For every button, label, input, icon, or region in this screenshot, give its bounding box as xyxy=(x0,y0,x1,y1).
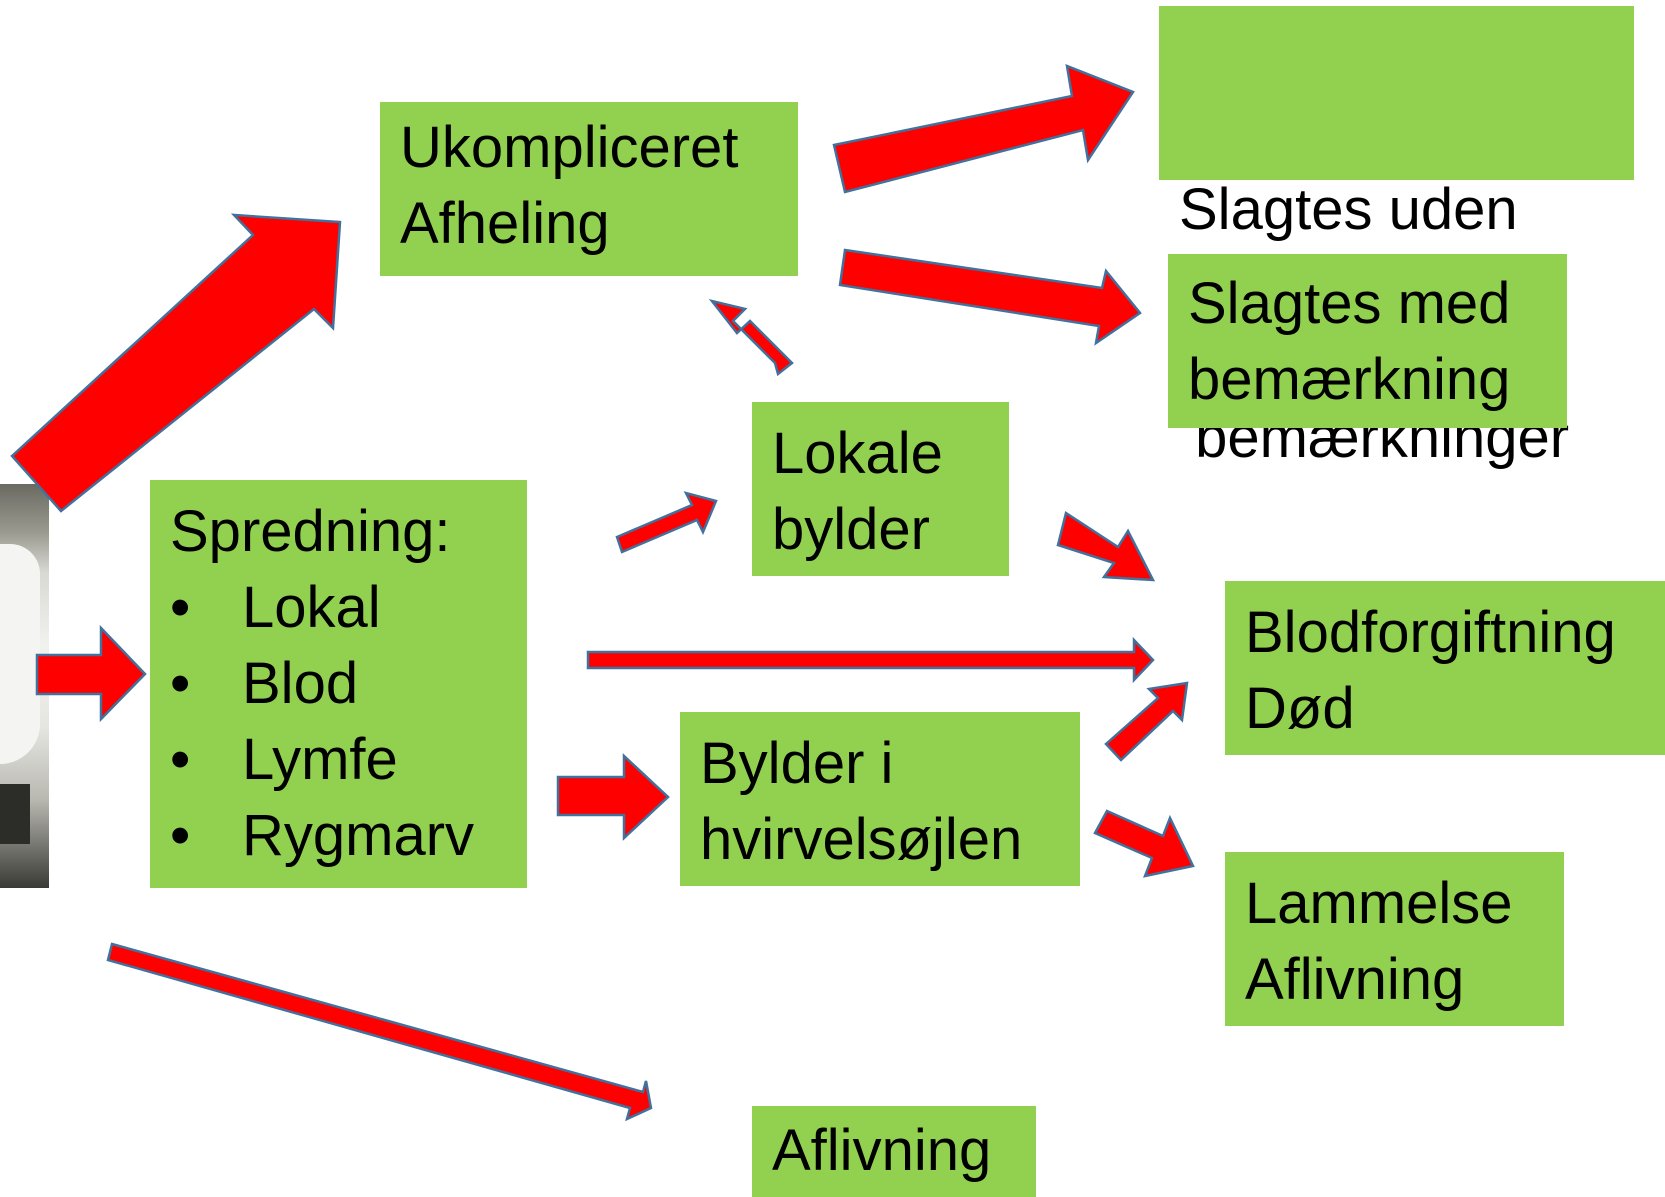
bullet-dot: • xyxy=(170,727,191,792)
pig-photo-shadow xyxy=(0,784,30,844)
arrow-photo-to-spredning xyxy=(35,624,147,723)
spredning-item: • Rygmarv xyxy=(170,798,527,874)
node-ukompliceret-line-1: Ukompliceret xyxy=(400,115,739,180)
arrow-ukompliceret-to-slagtes-uden xyxy=(832,64,1135,194)
arrow-spredning-to-blodforgiftning xyxy=(586,636,1155,684)
spredning-list: • Lokal • Blod • Lymfe • Rygmarv xyxy=(170,570,527,874)
arrow-lokale-to-ukompliceret xyxy=(708,298,794,377)
arrow-photo-to-aflivning xyxy=(106,942,653,1122)
node-blodforgiftning-line-1: Blodforgiftning xyxy=(1245,600,1616,665)
arrow-lokale-to-blodforgiftning xyxy=(1056,510,1156,582)
spredning-item-label: Rygmarv xyxy=(242,803,475,868)
node-aflivning: Aflivning xyxy=(752,1106,1036,1197)
node-spredning-title: Spredning: xyxy=(170,499,451,564)
node-bylder-line-1: Bylder i xyxy=(700,731,894,796)
node-lokale-line-1: Lokale xyxy=(772,421,943,486)
arrow-bylder-to-lammelse xyxy=(1093,809,1195,878)
node-blodforgiftning-line-2: Død xyxy=(1245,676,1355,741)
arrow-photo-to-ukompliceret xyxy=(10,213,342,513)
node-lammelse-aflivning: Lammelse Aflivning xyxy=(1225,852,1564,1026)
bullet-dot: • xyxy=(170,803,191,868)
node-slagtes-med-line-2: bemærkning xyxy=(1188,347,1511,412)
arrow-spredning-to-lokale xyxy=(615,491,718,554)
arrow-ukompliceret-to-slagtes-med xyxy=(838,248,1142,346)
arrow-spredning-to-bylder xyxy=(556,753,670,841)
bullet-dot: • xyxy=(170,575,191,640)
spredning-item: • Lokal xyxy=(170,570,527,646)
node-aflivning-label: Aflivning xyxy=(772,1118,992,1183)
node-spredning: Spredning: • Lokal • Blod • Lymfe • Rygmarv xyxy=(150,480,527,888)
bullet-dot: • xyxy=(170,651,191,716)
spredning-item-label: Lokal xyxy=(242,575,381,640)
spredning-item-label: Lymfe xyxy=(242,727,398,792)
node-bylder-hvirvelsojlen: Bylder i hvirvelsøjlen xyxy=(680,712,1080,886)
node-lammelse-line-2: Aflivning xyxy=(1245,947,1465,1012)
node-ukompliceret-line-2: Afheling xyxy=(400,191,610,256)
spredning-item: • Lymfe xyxy=(170,722,527,798)
node-lokale-line-2: bylder xyxy=(772,497,930,562)
node-slagtes-med-bemaerkning: Slagtes med bemærkning xyxy=(1168,254,1567,428)
node-lokale-bylder: Lokale bylder xyxy=(752,402,1009,576)
spredning-item-label: Blod xyxy=(242,651,359,716)
node-ukompliceret-afheling: Ukompliceret Afheling xyxy=(380,102,798,276)
node-slagtes-uden-bemaerkninger: Slagtes uden bemærkninger xyxy=(1159,6,1634,470)
node-slagtes-med-line-1: Slagtes med xyxy=(1188,271,1511,336)
arrow-bylder-to-blodforgiftning xyxy=(1104,681,1189,762)
node-slagtes-uden-line-1: Slagtes uden xyxy=(1179,177,1518,242)
node-blodforgiftning-dod: Blodforgiftning Død xyxy=(1225,581,1665,755)
node-bylder-line-2: hvirvelsøjlen xyxy=(700,807,1023,872)
spredning-item: • Blod xyxy=(170,646,527,722)
pig-photo-body xyxy=(0,544,40,764)
node-lammelse-line-1: Lammelse xyxy=(1245,871,1513,936)
